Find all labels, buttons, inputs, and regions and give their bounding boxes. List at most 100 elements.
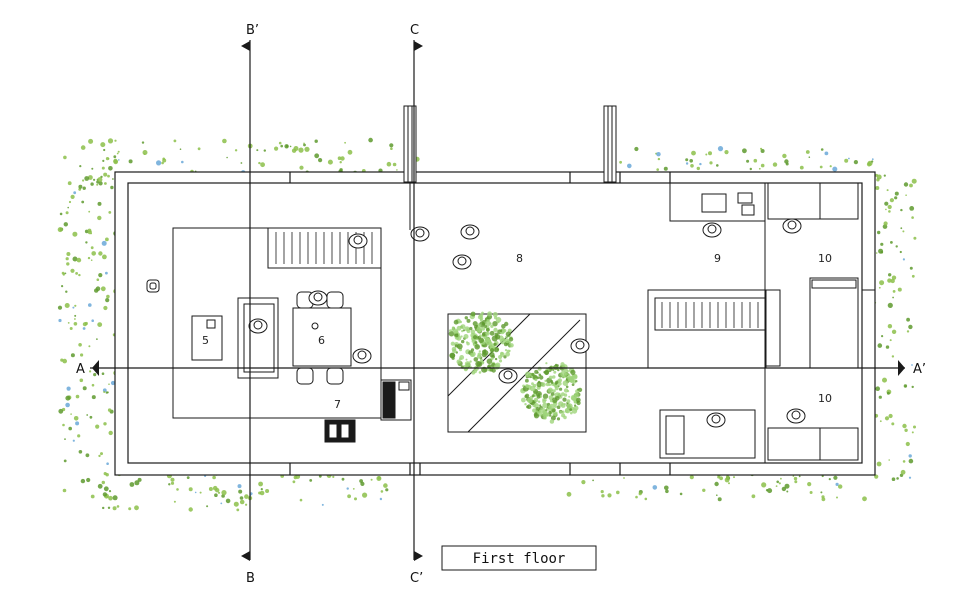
foliage-dot <box>105 237 109 242</box>
foliage-dot <box>314 139 318 143</box>
foliage-dot <box>239 496 244 500</box>
foliage-dot <box>786 490 789 493</box>
foliage-dot <box>78 184 83 189</box>
foliage-dot <box>652 485 658 490</box>
foliage-dot <box>362 492 368 498</box>
foliage-dot <box>895 245 898 248</box>
foliage-dot <box>59 212 63 216</box>
foliage-dot <box>134 505 139 511</box>
foliage-dot <box>78 273 81 277</box>
foliage-dot <box>116 505 120 508</box>
foliage-dot <box>91 251 96 256</box>
foliage-dot <box>70 413 72 415</box>
tree-canopy <box>448 311 514 375</box>
foliage-dot <box>761 482 767 488</box>
foliage-dot <box>82 322 87 327</box>
foliage-dot <box>103 172 108 177</box>
foliage-dot <box>327 159 333 165</box>
foliage-dot <box>581 480 586 485</box>
foliage-dot <box>70 194 75 199</box>
foliage-dot <box>259 490 265 496</box>
foliage-dot <box>853 160 859 165</box>
foliage-dot <box>908 324 913 330</box>
foliage-dot <box>214 493 218 498</box>
foliage-dot <box>88 345 91 348</box>
foliage-dot <box>908 476 912 479</box>
foliage-dot <box>142 150 148 155</box>
courtyard-trees <box>448 311 583 424</box>
foliage-dot <box>103 305 108 311</box>
foliage-dot <box>881 335 884 338</box>
foliage-dot <box>911 178 917 184</box>
foliage-dot <box>206 505 209 508</box>
foliage-dot <box>260 488 263 491</box>
foliage-dot <box>101 166 105 170</box>
foliage-dot <box>91 395 96 400</box>
foliage-dot <box>821 497 826 502</box>
foliage-dot <box>112 178 114 180</box>
foliage-dot <box>380 490 384 493</box>
foliage-dot <box>108 211 112 214</box>
foliage-dot <box>66 386 71 391</box>
foliage-dot <box>601 494 605 498</box>
foliage-dot <box>902 258 906 261</box>
foliage-dot <box>742 148 747 154</box>
foliage-dot <box>95 286 101 292</box>
foliage-dot <box>876 174 882 180</box>
foliage-dot <box>98 181 103 186</box>
foliage-dot <box>82 186 86 190</box>
foliage-dot <box>887 324 893 329</box>
foliage-dot <box>236 508 240 512</box>
foliage-dot <box>396 169 398 171</box>
foliage-dot <box>95 424 100 429</box>
foliage-dot <box>679 492 683 496</box>
foliage-dot <box>733 476 735 479</box>
foliage-dot <box>344 141 346 144</box>
foliage-dot <box>911 431 914 434</box>
foliage-dot <box>760 163 765 168</box>
foliage-dot <box>656 168 659 171</box>
foliage-dot <box>113 158 118 164</box>
foliage-dot <box>289 145 292 148</box>
foliage-dot <box>61 285 64 288</box>
foliage-dot <box>75 272 78 275</box>
foliage-dot <box>74 304 77 307</box>
foliage-dot <box>724 150 729 155</box>
section-lines <box>90 40 905 560</box>
foliage-dot <box>717 497 722 502</box>
foliage-dot <box>689 159 693 163</box>
foliage-dot <box>113 155 117 159</box>
foliage-dot <box>848 157 850 160</box>
foliage-dot <box>292 480 296 484</box>
foliage-dot <box>900 227 903 230</box>
foliage-dot <box>724 477 730 483</box>
foliage-dot <box>705 153 708 156</box>
foliage-dot <box>886 391 890 395</box>
room-label-8: 8 <box>516 252 523 265</box>
foliage-dot <box>128 159 133 164</box>
foliage-dot <box>359 479 363 483</box>
foliage-dot <box>887 302 893 308</box>
foliage-dot <box>347 494 351 499</box>
foliage-dot <box>96 278 100 282</box>
foliage-dot <box>835 482 839 486</box>
foliage-dot <box>728 482 730 485</box>
foliage-dot <box>73 191 77 195</box>
foliage-dot <box>780 477 782 480</box>
foliage-dot <box>699 162 702 166</box>
foliage-dot <box>709 161 713 165</box>
foliage-dot <box>332 475 335 478</box>
person-figure <box>308 290 328 306</box>
foliage-dot <box>392 162 397 167</box>
foliage-dot <box>103 422 107 426</box>
entry-door <box>403 105 617 230</box>
foliage-dot <box>805 150 810 154</box>
foliage-dot <box>909 266 913 270</box>
foliage-dot <box>889 198 895 203</box>
foliage-dot <box>260 162 265 168</box>
foliage-dot <box>903 384 908 388</box>
foliage-dot <box>807 482 812 487</box>
foliage-dot <box>844 158 849 163</box>
foliage-dot <box>767 488 773 494</box>
foliage-dot <box>91 383 95 387</box>
